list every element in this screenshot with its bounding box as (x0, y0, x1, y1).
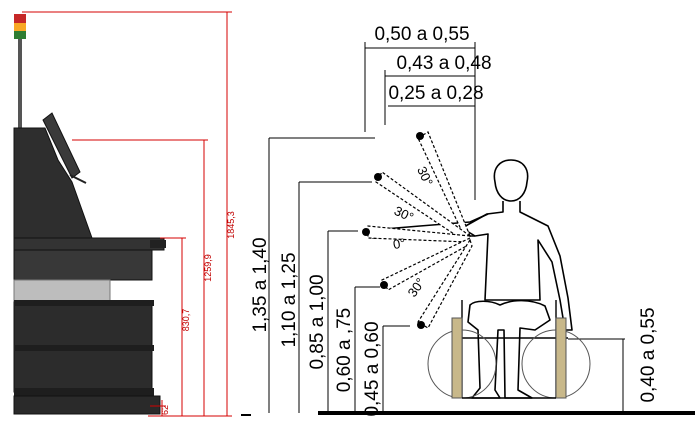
base-rail-low (14, 388, 154, 396)
monitor (42, 112, 81, 179)
table-edge (150, 240, 166, 248)
height-label-4: 0,60 a ,75 (334, 308, 355, 393)
height-dimension-lines (268, 137, 625, 413)
signal-light-green (14, 31, 26, 39)
reach-arm-positions (367, 131, 473, 329)
light-panel (13, 279, 111, 303)
figure-legs (467, 299, 551, 399)
signal-tower-pole (18, 38, 22, 128)
dimension-table-height: 830,7 (181, 309, 191, 332)
armrest-height-label: 0,40 a 0,55 (638, 307, 659, 402)
machine-foot (13, 395, 161, 415)
figure-head (493, 159, 529, 202)
reach-label-min: 0,25 a 0,28 (388, 83, 483, 104)
hands (362, 132, 425, 329)
dimension-overall-height: 1845,3 (226, 211, 236, 239)
angle-label-3: 0° (392, 235, 407, 252)
height-label-5: 0,45 a 0,60 (362, 321, 383, 416)
dimension-monitor-height: 1259,9 (203, 254, 213, 282)
height-label-2: 1,10 a 1,25 (279, 252, 300, 347)
signal-light-red (14, 14, 26, 23)
reach-label-mid: 0,43 a 0,48 (396, 53, 491, 74)
signal-light-yellow (14, 23, 26, 31)
height-label-3: 0,85 a 1,00 (307, 274, 328, 369)
height-label-1: 1,35 a 1,40 (250, 237, 271, 332)
dimension-foot-height: 62 (160, 405, 170, 415)
reach-label-max: 0,50 a 0,55 (374, 24, 469, 45)
angle-label-2: 30° (392, 203, 416, 225)
wheelchair (427, 300, 591, 399)
base-rail-mid (14, 345, 154, 351)
arm-position-low (417, 238, 473, 329)
machine-upper-body (13, 127, 93, 239)
arm-position-high (417, 131, 471, 242)
base-rail-top (14, 300, 154, 306)
work-table (13, 237, 165, 251)
ground-line (318, 411, 695, 415)
monitor-arm (69, 174, 87, 184)
machine-side-view (13, 14, 166, 415)
reach-dimension-lines (364, 42, 476, 200)
machine-dimension-lines (22, 11, 232, 417)
machine-lower-body (13, 249, 153, 281)
